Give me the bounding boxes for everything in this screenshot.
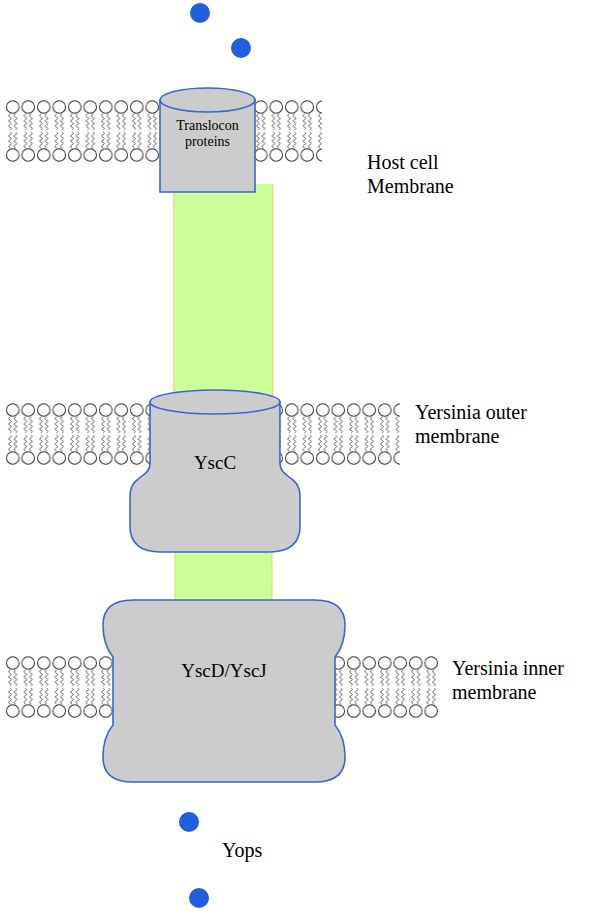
tube-border [173,184,273,404]
yop-dot [179,812,199,832]
lipid-bilayer [268,403,400,465]
outline-part [130,402,300,552]
basal-body: YscD/YscJ [103,600,345,782]
part-name: Translocon proteins [166,118,249,150]
part-name: YscC [136,452,294,474]
yop-dot [190,3,210,23]
part-name: YscD/YscJ [117,660,331,682]
lipid-bilayer [5,403,165,465]
translocon-channel: Translocon proteins [160,88,255,192]
outline-part [103,600,345,782]
node-outline [103,600,345,782]
membrane-label: Yersinia outer membrane [415,400,575,448]
lipid-bilayer [5,656,120,718]
yop-dot [189,888,209,908]
membrane-label: Yersinia inner membrane [452,656,588,704]
yop-dot [231,38,251,58]
membrane-label: Host cell Membrane [367,150,477,198]
outline-part [160,88,255,112]
secretin-ring: YscC [130,390,300,552]
tube-fill [174,184,272,404]
needle-tube [223,184,224,404]
outline-part [160,100,255,192]
outline-part [150,390,280,414]
molecule-label: Yops [222,838,302,862]
lipid-bilayer [5,100,175,162]
lipid-bilayer [330,656,440,718]
